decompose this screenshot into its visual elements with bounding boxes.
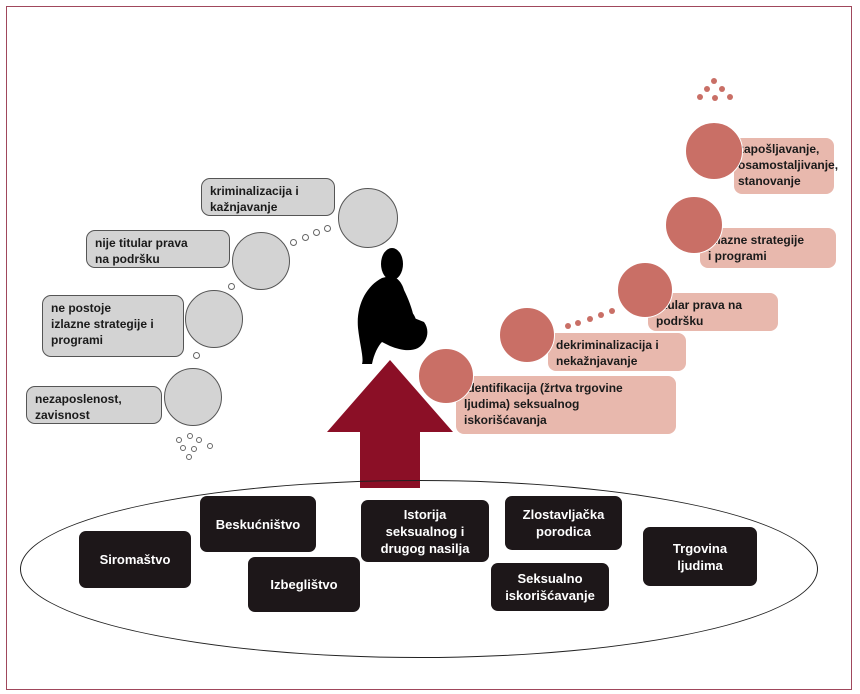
thought-dot <box>187 433 193 439</box>
step-dot <box>587 316 593 322</box>
step-circle <box>499 307 555 363</box>
step-box-identifikacija: Identifikacija (žrtva trgovine ljudima) … <box>456 376 676 434</box>
up-arrow-icon <box>327 360 453 488</box>
step-circle <box>685 122 743 180</box>
cause-box-istorija: Istorija seksualnog i drugog nasilja <box>361 500 489 562</box>
thought-circle <box>338 188 398 248</box>
cause-box-siromastvo: Siromaštvo <box>79 531 191 588</box>
cause-box-trgovina: Trgovina ljudima <box>643 527 757 586</box>
thought-bubble-text: nezaposlenost, zavisnost <box>35 392 122 422</box>
step-box-zaposljavanje: zapošljavanje, osamostaljivanje, stanova… <box>734 138 838 194</box>
step-circle <box>418 348 474 404</box>
thought-circle <box>185 290 243 348</box>
thought-dot <box>324 225 331 232</box>
step-circle <box>617 262 673 318</box>
step-dot <box>712 95 718 101</box>
step-box-titular: titular prava na podršku <box>648 293 778 331</box>
causes-ellipse <box>20 480 818 658</box>
thought-bubble-text: nije titular prava na podršku <box>95 236 188 266</box>
cause-text: Zlostavljačka porodica <box>522 507 605 539</box>
cause-box-beskucnistvo: Beskućništvo <box>200 496 316 552</box>
thought-bubble-text: ne postoje izlazne strategije i programi <box>51 301 154 347</box>
thought-dot <box>290 239 297 246</box>
cause-text: Siromaštvo <box>99 552 171 567</box>
cause-box-izbeglistvo: Izbeglištvo <box>248 557 360 612</box>
thought-bubble-izlazne: ne postoje izlazne strategije i programi <box>42 295 184 357</box>
cause-box-seksualno: Seksualno iskorišćavanje <box>491 563 609 611</box>
thought-dot <box>207 443 213 449</box>
step-dot <box>575 320 581 326</box>
step-dot <box>609 308 615 314</box>
thought-dot <box>302 234 309 241</box>
cause-text: Trgovina ljudima <box>672 540 728 573</box>
cause-text: Seksualno iskorišćavanje <box>505 571 595 603</box>
thought-circle <box>232 232 290 290</box>
thought-bubble-nezaposlenost: nezaposlenost, zavisnost <box>26 386 162 424</box>
step-text: zapošljavanje, osamostaljivanje, stanova… <box>738 142 839 188</box>
seated-person-icon <box>357 248 428 364</box>
thought-bubble-titular: nije titular prava na podršku <box>86 230 230 268</box>
step-box-izlazne: Izlazne strategije i programi <box>700 228 836 268</box>
step-dot <box>727 94 733 100</box>
step-text: titular prava na podršku <box>656 298 743 328</box>
thought-dot <box>196 437 202 443</box>
cause-text: Beskućništvo <box>215 516 301 532</box>
thought-circle <box>164 368 222 426</box>
step-dot <box>704 86 710 92</box>
thought-bubble-kriminalizacija: kriminalizacija i kažnjavanje <box>201 178 335 216</box>
thought-dot <box>193 352 200 359</box>
thought-dot <box>176 437 182 443</box>
step-dot <box>565 323 571 329</box>
step-dot <box>697 94 703 100</box>
cause-text: Istorija seksualnog i drugog nasilja <box>380 506 470 556</box>
cause-text: Izbeglištvo <box>270 577 338 592</box>
step-dot <box>711 78 717 84</box>
step-text: Identifikacija (žrtva trgovine ljudima) … <box>464 381 623 427</box>
step-text: dekriminalizacija i nekažnjavanje <box>556 338 659 368</box>
step-dot <box>719 86 725 92</box>
cause-box-zlostavljacka: Zlostavljačka porodica <box>505 496 622 550</box>
thought-dot <box>186 454 192 460</box>
step-dot <box>598 312 604 318</box>
thought-dot <box>191 446 197 452</box>
step-circle <box>665 196 723 254</box>
thought-bubble-text: kriminalizacija i kažnjavanje <box>210 184 299 214</box>
step-box-dekriminalizacija: dekriminalizacija i nekažnjavanje <box>548 333 686 371</box>
thought-dot <box>180 445 186 451</box>
thought-dot <box>313 229 320 236</box>
step-text: Izlazne strategije i programi <box>708 233 805 263</box>
thought-dot <box>228 283 235 290</box>
